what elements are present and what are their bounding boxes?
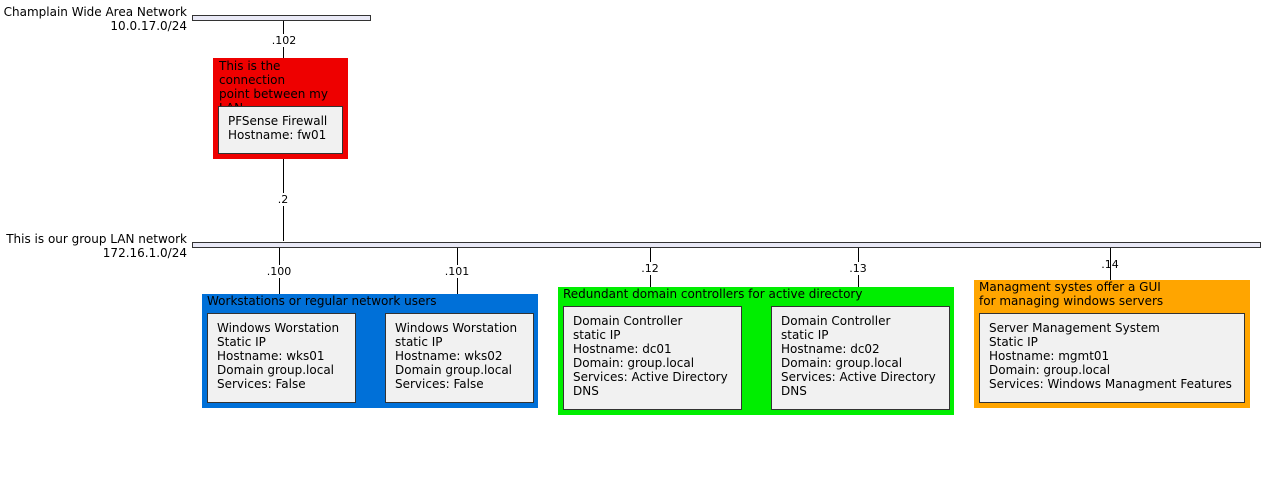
dc01-line: DNS [573, 384, 599, 398]
wks02-node[interactable]: Windows Worstation static IP Hostname: w… [385, 313, 534, 403]
mgmt01-line: Domain: group.local [989, 363, 1111, 377]
dc01-line: Domain Controller [573, 314, 683, 328]
firewall-node[interactable]: PFSense Firewall Hostname: fw01 [218, 106, 343, 154]
mgmt-group: Managment systes offer a GUI for managin… [974, 280, 1250, 408]
mgmt-group-title: Managment systes offer a GUI for managin… [979, 280, 1164, 308]
lan-network-label: This is our group LAN network 172.16.1.0… [0, 232, 187, 260]
dc02-link [858, 248, 859, 306]
dc-group: Redundant domain controllers for active … [558, 287, 954, 415]
wks01-line: Services: False [217, 377, 306, 391]
dc02-node[interactable]: Domain Controller static IP Hostname: dc… [771, 306, 950, 410]
firewall-node-line: Hostname: fw01 [228, 128, 327, 142]
dc02-address: .13 [849, 262, 867, 275]
lan-network-name: This is our group LAN network [6, 232, 187, 246]
wks01-link [279, 248, 280, 312]
wks02-line: Windows Worstation [395, 321, 518, 335]
wks01-address: .100 [266, 265, 292, 278]
wks01-line: Hostname: wks01 [217, 349, 325, 363]
wan-network-label: Champlain Wide Area Network 10.0.17.0/24 [0, 5, 187, 33]
wks01-line: Windows Worstation [217, 321, 340, 335]
dc01-line: Domain: group.local [573, 356, 695, 370]
dc02-line: DNS [781, 384, 807, 398]
wan-network-subnet: 10.0.17.0/24 [110, 19, 187, 33]
dc02-line: Hostname: dc02 [781, 342, 880, 356]
dc01-address: .12 [641, 262, 659, 275]
mgmt01-line: Server Management System [989, 321, 1160, 335]
mgmt01-line: Services: Windows Managment Features [989, 377, 1232, 391]
mgmt01-line: Hostname: mgmt01 [989, 349, 1110, 363]
dc01-node[interactable]: Domain Controller static IP Hostname: dc… [563, 306, 742, 410]
wan-network-bar[interactable] [192, 15, 371, 21]
wks02-line: Domain group.local [395, 363, 513, 377]
dc02-line: Domain: group.local [781, 356, 903, 370]
mgmt01-node[interactable]: Server Management System Static IP Hostn… [979, 313, 1245, 403]
dc01-line: static IP [573, 328, 621, 342]
wks01-line: Static IP [217, 335, 266, 349]
lan-network-bar[interactable] [192, 242, 1261, 248]
dc01-link [650, 248, 651, 306]
dc01-line: Services: Active Directory [573, 370, 728, 384]
workstations-group-title: Workstations or regular network users [207, 294, 437, 308]
wan-network-name: Champlain Wide Area Network [3, 5, 187, 19]
dc02-line: Services: Active Directory [781, 370, 936, 384]
firewall-group: This is the connection point between my … [213, 58, 348, 159]
wks01-line: Domain group.local [217, 363, 335, 377]
dc02-line: Domain Controller [781, 314, 891, 328]
wks02-line: static IP [395, 335, 443, 349]
mgmt01-address: .14 [1101, 258, 1119, 271]
firewall-node-line: PFSense Firewall [228, 114, 328, 128]
fw-lan-address: .2 [277, 193, 289, 206]
workstations-group: Workstations or regular network users Wi… [202, 294, 538, 408]
fw-wan-address: .102 [271, 34, 297, 47]
dc-group-title: Redundant domain controllers for active … [563, 287, 863, 301]
mgmt01-line: Static IP [989, 335, 1038, 349]
dc02-line: static IP [781, 328, 829, 342]
wks02-line: Hostname: wks02 [395, 349, 503, 363]
wks02-link [457, 248, 458, 312]
dc01-line: Hostname: dc01 [573, 342, 672, 356]
wks02-line: Services: False [395, 377, 484, 391]
wks01-node[interactable]: Windows Worstation Static IP Hostname: w… [207, 313, 356, 403]
lan-network-subnet: 172.16.1.0/24 [102, 246, 187, 260]
wks02-address: .101 [444, 265, 470, 278]
